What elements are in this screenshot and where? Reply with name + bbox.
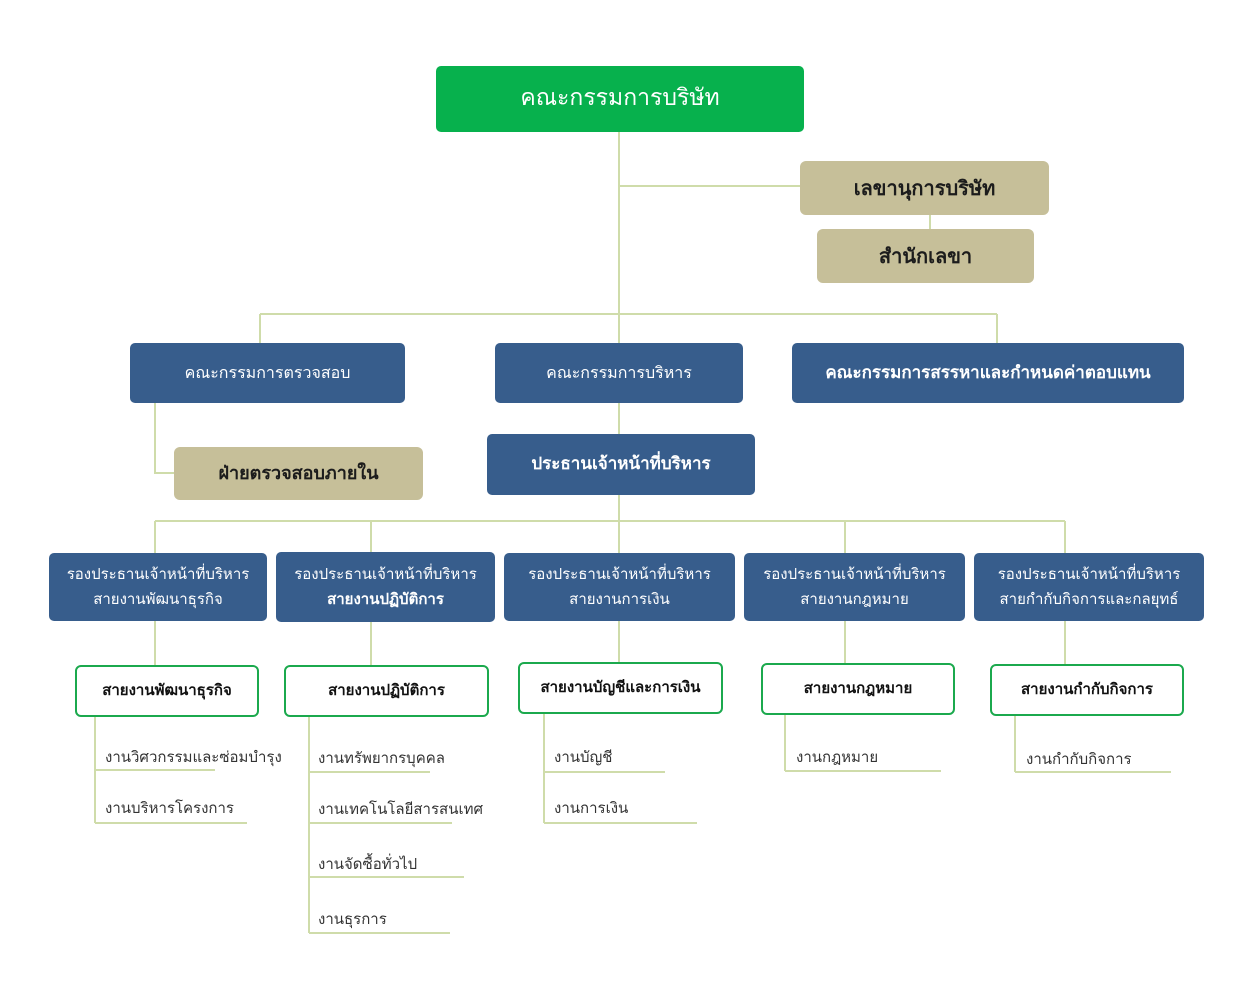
unit-item: งานบริหารโครงการ: [105, 799, 234, 817]
vp-business-development-box: รองประธานเจ้าหน้าที่บริหาร สายงานพัฒนาธุ…: [49, 553, 267, 621]
vp-line: สายกำกับกิจการและกลยุทธ์: [999, 590, 1179, 608]
vp-line: สายงานปฏิบัติการ: [327, 590, 444, 608]
unit-item: งานกฎหมาย: [796, 748, 879, 766]
vp-line: สายงานกฎหมาย: [800, 590, 909, 608]
board-of-directors-box: คณะกรรมการบริษัท: [436, 66, 804, 132]
unit-item: งานจัดซื้อทั่วไป: [318, 855, 418, 873]
vp-title: รองประธานเจ้าหน้าที่บริหาร: [66, 564, 250, 583]
vp-title: รองประธานเจ้าหน้าที่บริหาร: [294, 564, 477, 583]
dept-business-development-box: สายงานพัฒนาธุรกิจ: [75, 665, 259, 717]
unit-item: งานทรัพยากรบุคคล: [318, 749, 445, 767]
dept-operations-box: สายงานปฏิบัติการ: [284, 665, 489, 717]
dept-legal-box: สายงานกฎหมาย: [761, 663, 955, 715]
nomination-committee-box: คณะกรรมการสรรหาและกำหนดค่าตอบแทน: [792, 343, 1184, 403]
vp-title: รองประธานเจ้าหน้าที่บริหาร: [763, 564, 946, 583]
internal-audit-box: ฝ่ายตรวจสอบภายใน: [174, 447, 423, 500]
unit-item: งานวิศวกรรมและซ่อมบำรุง: [105, 748, 282, 766]
vp-operations-box: รองประธานเจ้าหน้าที่บริหาร สายงานปฏิบัติ…: [276, 552, 495, 622]
vp-governance-box: รองประธานเจ้าหน้าที่บริหาร สายกำกับกิจกา…: [974, 553, 1204, 621]
dept-accounting-finance-box: สายงานบัญชีและการเงิน: [518, 662, 723, 714]
secretary-office-box: สำนักเลขา: [817, 229, 1034, 283]
audit-committee-box: คณะกรรมการตรวจสอบ: [130, 343, 405, 403]
company-secretary-box: เลขานุการบริษัท: [800, 161, 1049, 215]
vp-title: รองประธานเจ้าหน้าที่บริหาร: [528, 564, 711, 583]
ceo-box: ประธานเจ้าหน้าที่บริหาร: [487, 434, 755, 495]
vp-legal-box: รองประธานเจ้าหน้าที่บริหาร สายงานกฎหมาย: [744, 553, 965, 621]
executive-committee-box: คณะกรรมการบริหาร: [495, 343, 743, 403]
dept-governance-box: สายงานกำกับกิจการ: [990, 664, 1184, 716]
vp-finance-box: รองประธานเจ้าหน้าที่บริหาร สายงานการเงิน: [504, 553, 735, 621]
vp-line: สายงานพัฒนาธุรกิจ: [93, 590, 223, 608]
unit-item: งานการเงิน: [554, 799, 629, 817]
vp-title: รองประธานเจ้าหน้าที่บริหาร: [997, 564, 1181, 583]
unit-item: งานธุรการ: [318, 910, 387, 928]
unit-item: งานบัญชี: [554, 748, 613, 766]
unit-item: งานเทคโนโลยีสารสนเทศ: [318, 800, 483, 818]
unit-item: งานกำกับกิจการ: [1026, 750, 1132, 768]
vp-line: สายงานการเงิน: [569, 590, 670, 608]
